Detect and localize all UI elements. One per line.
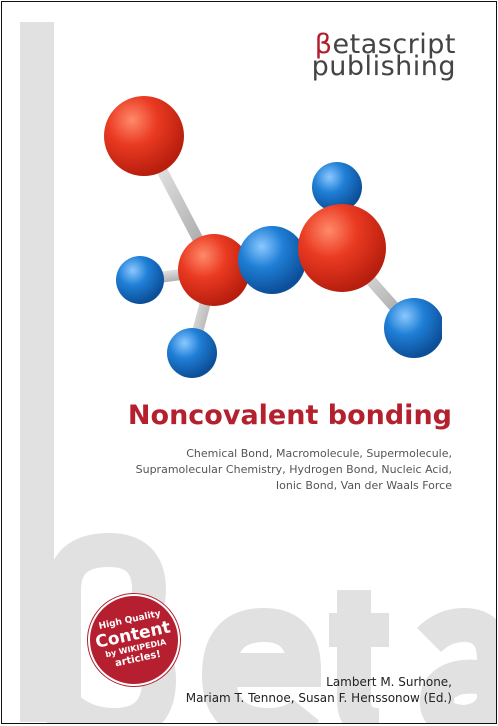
publisher-accent-letter: β <box>314 29 333 60</box>
book-authors: Lambert M. Surhone, Mariam T. Tennoe, Su… <box>186 674 452 706</box>
molecule-illustration <box>104 96 442 378</box>
authors-line2: Mariam T. Tennoe, Susan F. Henssonow (Ed… <box>185 691 452 705</box>
book-title: Noncovalent bonding <box>127 400 452 431</box>
authors-line1: Lambert M. Surhone, <box>326 675 452 689</box>
publisher-name-rest: etascript <box>332 29 456 60</box>
book-subtitle: Chemical Bond, Macromolecule, Supermolec… <box>135 447 452 492</box>
publisher-logo: βetascript publishing <box>311 31 456 82</box>
publisher-name-line2: publishing <box>311 51 456 82</box>
publisher-name-line1: βetascript <box>312 31 456 58</box>
